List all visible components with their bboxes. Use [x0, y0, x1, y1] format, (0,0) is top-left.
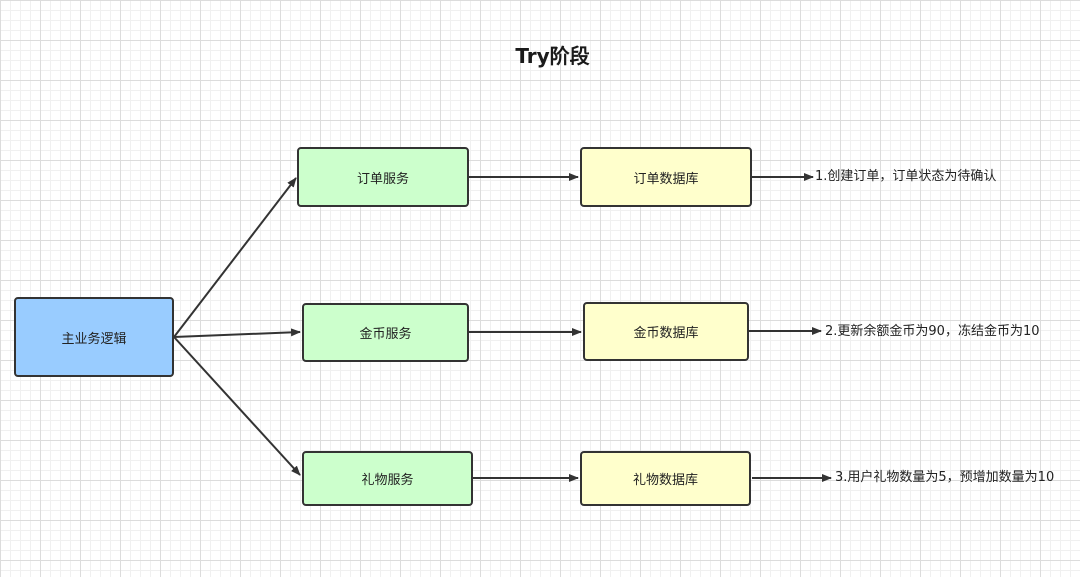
coin-database-label: 金币数据库	[633, 326, 699, 341]
coin-service-label: 金币服务	[359, 327, 412, 342]
order-service-label: 订单服务	[356, 171, 409, 187]
gift-database-label: 礼物数据库	[632, 473, 698, 488]
arrow-main-to-gift-service	[173, 336, 301, 476]
gift-service-label: 礼物服务	[361, 473, 414, 488]
order-database-node[interactable]: 订单数据库	[580, 147, 752, 207]
order-service-node[interactable]: 订单服务	[297, 147, 469, 207]
coin-note: 2.更新余额金币为90，冻结金币为10	[825, 324, 1040, 339]
gift-note: 3.用户礼物数量为5，预增加数量为10	[835, 470, 1055, 485]
order-database-label: 订单数据库	[633, 171, 699, 187]
coin-service-node[interactable]: 金币服务	[302, 303, 469, 362]
main-business-logic-label: 主业务逻辑	[61, 331, 127, 347]
coin-database-node[interactable]: 金币数据库	[583, 302, 749, 361]
gift-database-node[interactable]: 礼物数据库	[580, 451, 751, 506]
main-business-logic-node[interactable]: 主业务逻辑	[14, 297, 174, 377]
arrow-main-to-coin-service	[173, 328, 301, 338]
order-note: 1.创建订单，订单状态为待确认	[815, 169, 997, 184]
gift-service-node[interactable]: 礼物服务	[302, 451, 473, 506]
diagram-title: Try阶段	[515, 44, 590, 68]
arrow-main-to-order-service	[173, 177, 297, 338]
